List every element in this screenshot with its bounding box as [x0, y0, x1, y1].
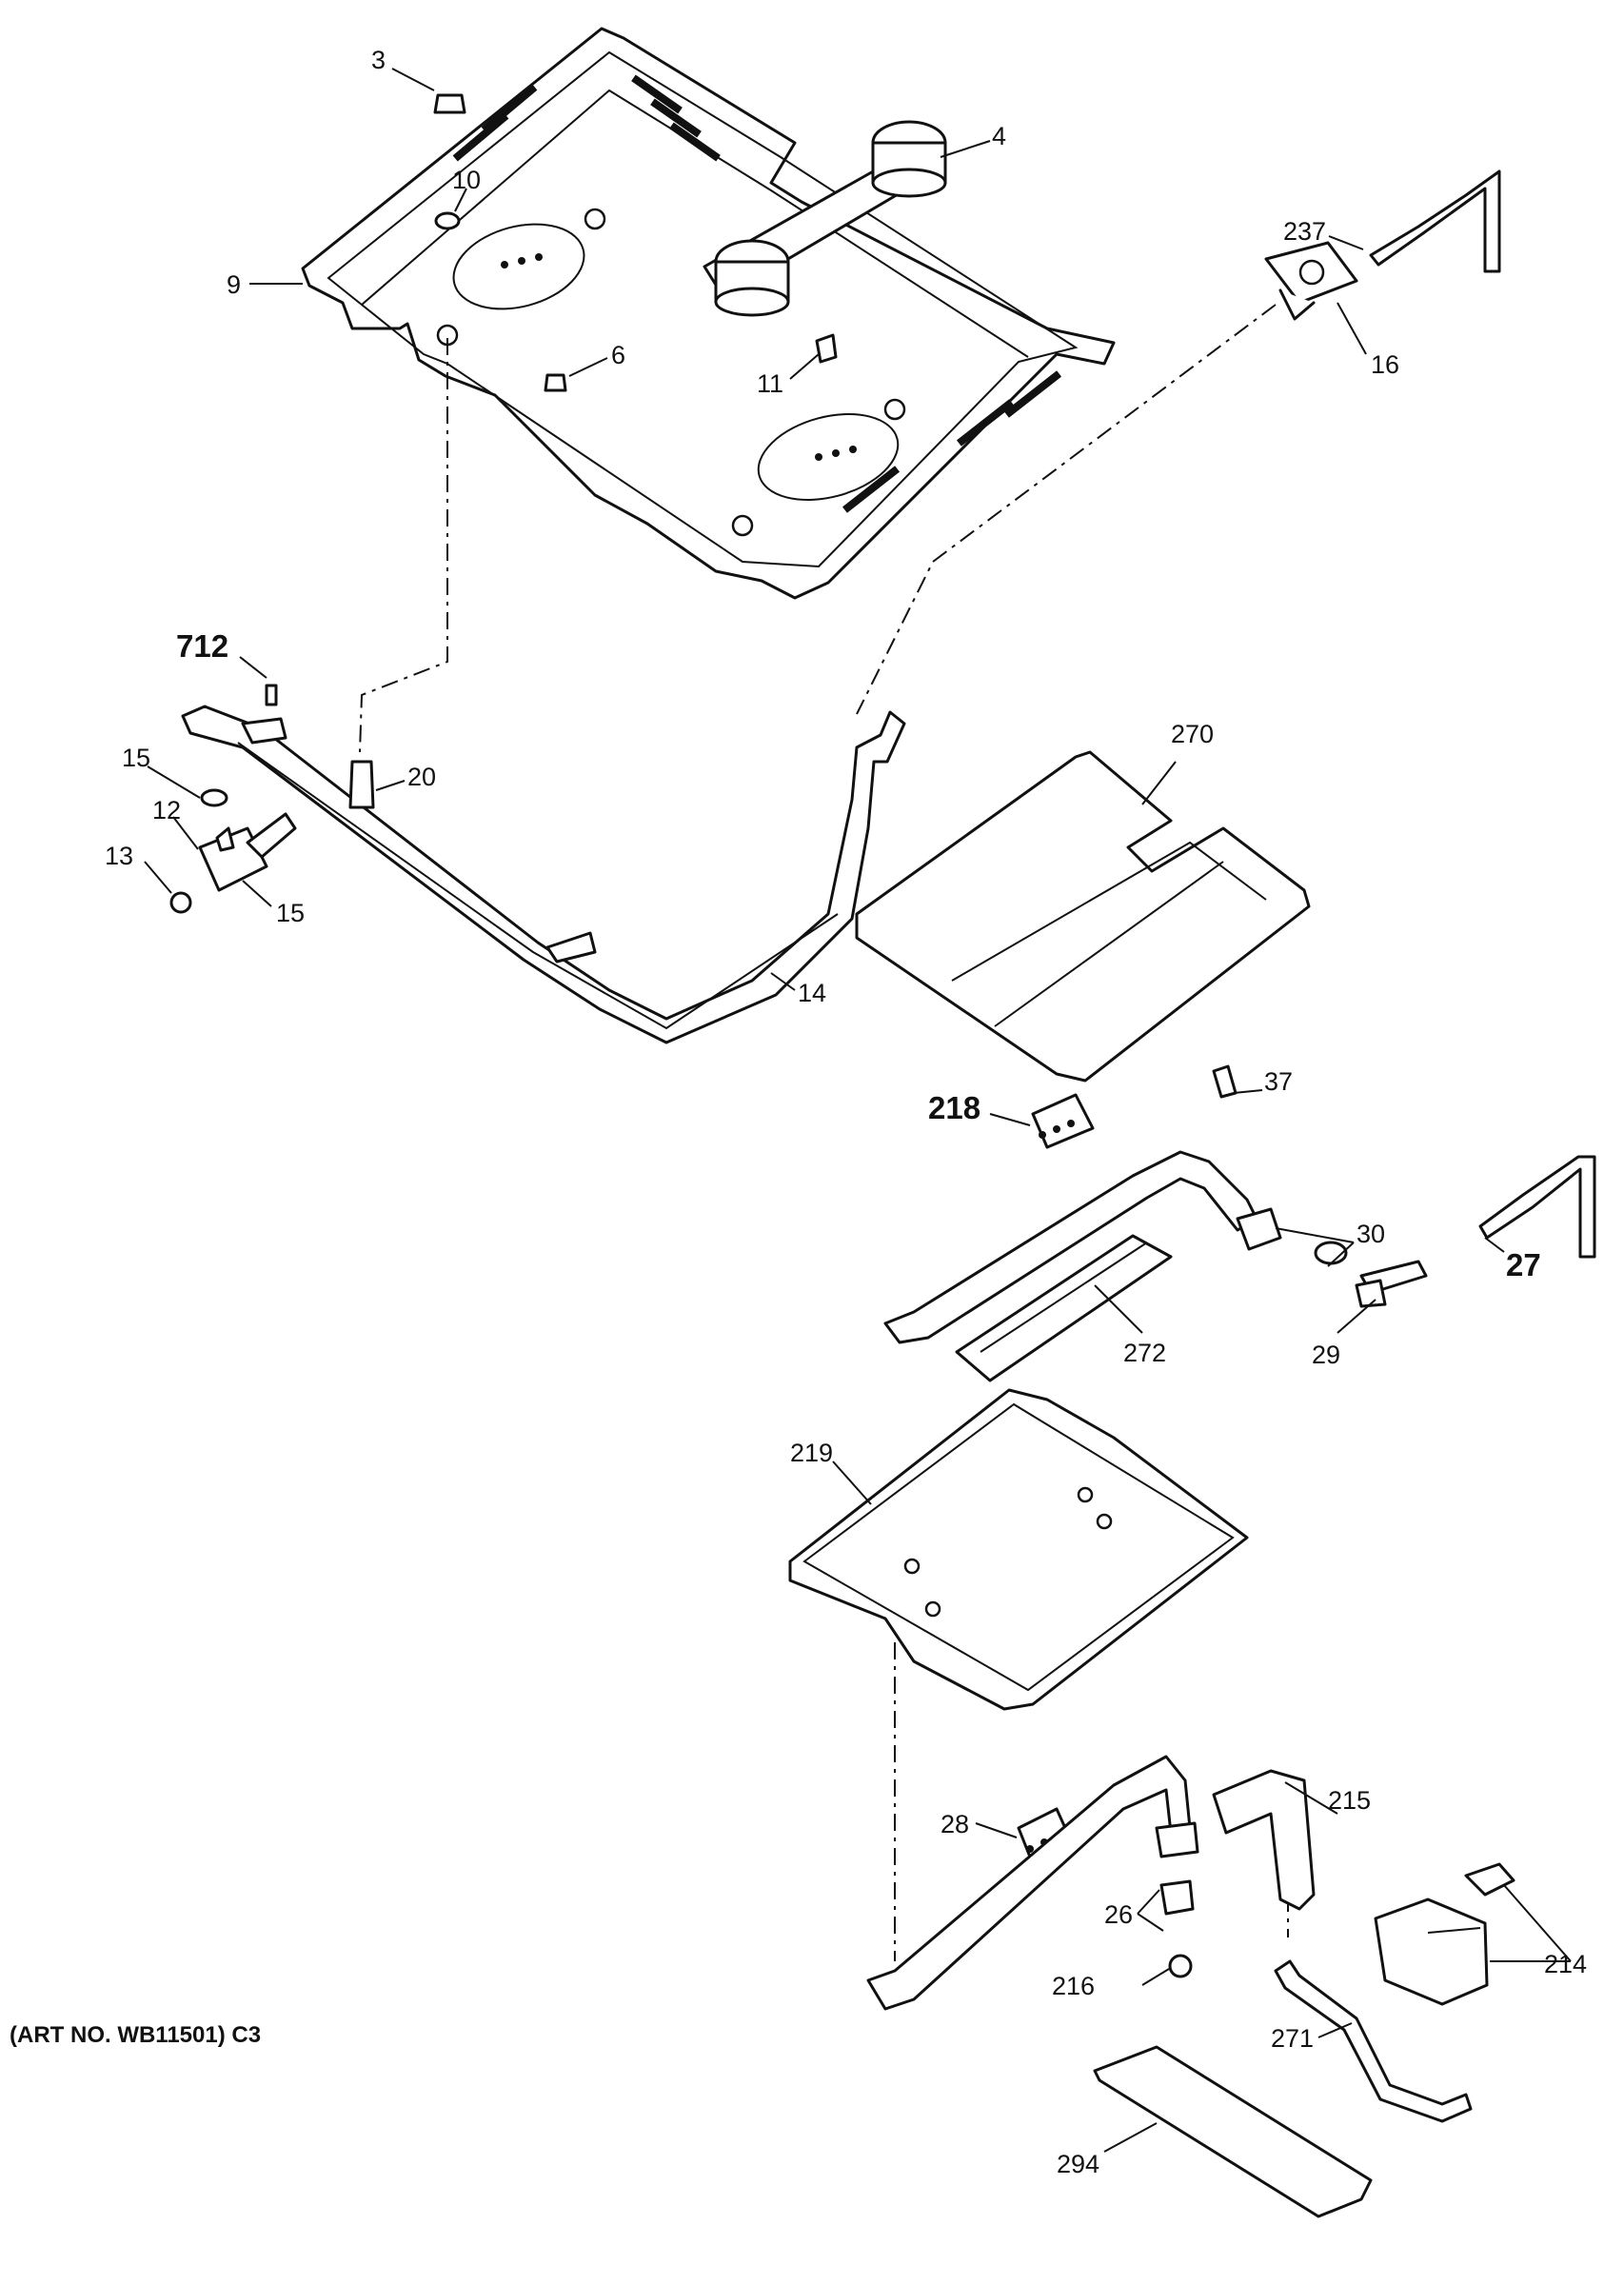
burner-tube-manifold	[181, 705, 906, 1044]
callout-712: 712	[176, 628, 228, 664]
callout-6: 6	[611, 341, 625, 369]
shield-294	[1093, 2045, 1373, 2218]
plug-small	[544, 373, 567, 392]
callout-labels: 3 4 10 9 237 16 6 11 712 20 15 12 13 15 …	[105, 46, 1587, 2178]
callout-20: 20	[407, 763, 436, 791]
plug-button	[433, 93, 466, 114]
callout-26: 26	[1104, 1900, 1133, 1929]
callout-214: 214	[1544, 1950, 1587, 1978]
spud-20	[348, 760, 375, 809]
callout-28: 28	[941, 1810, 969, 1838]
callout-294: 294	[1057, 2150, 1099, 2178]
oven-burner-upper	[883, 1064, 1596, 1382]
callout-216: 216	[1052, 1972, 1095, 2000]
art-number-label: (ART NO. WB11501) C3	[10, 2022, 261, 2048]
callout-237: 237	[1283, 217, 1326, 246]
callout-11: 11	[757, 369, 783, 398]
callout-15-upper: 15	[122, 744, 150, 772]
callout-13: 13	[105, 842, 133, 870]
pressure-regulator	[1374, 1862, 1515, 2006]
orifice-holder	[1264, 241, 1358, 321]
broiler-pan-219	[788, 1388, 1249, 1711]
clip-bracket	[815, 333, 838, 364]
callout-15-lower: 15	[276, 899, 305, 927]
callout-10: 10	[452, 166, 481, 194]
burner-box-pan	[301, 27, 1116, 600]
callout-16: 16	[1371, 350, 1399, 379]
gas-tube-237	[1369, 169, 1501, 273]
bracket-215	[1212, 1769, 1316, 1911]
grommet	[434, 211, 461, 230]
gas-valve	[169, 788, 297, 914]
callout-30: 30	[1357, 1220, 1385, 1248]
callout-9: 9	[227, 270, 241, 299]
oven-burner-lower	[866, 1755, 1199, 2011]
callout-14: 14	[798, 979, 826, 1007]
callout-271: 271	[1271, 2024, 1314, 2053]
heat-shield-270	[855, 750, 1311, 1083]
gas-tube-271	[1274, 1959, 1473, 2123]
callout-4: 4	[992, 122, 1006, 150]
callout-3: 3	[371, 46, 386, 74]
screw-712	[265, 684, 278, 706]
callout-219: 219	[790, 1439, 833, 1467]
callout-272: 272	[1123, 1339, 1166, 1367]
callout-215: 215	[1328, 1786, 1371, 1815]
callout-29: 29	[1312, 1341, 1340, 1369]
callout-270: 270	[1171, 720, 1214, 748]
callout-218: 218	[928, 1090, 980, 1125]
leader-lines	[144, 68, 1572, 2153]
callout-12: 12	[152, 796, 181, 825]
callout-27: 27	[1506, 1247, 1541, 1282]
callout-37: 37	[1264, 1067, 1293, 1096]
ignition-switch-assembly	[703, 120, 947, 317]
